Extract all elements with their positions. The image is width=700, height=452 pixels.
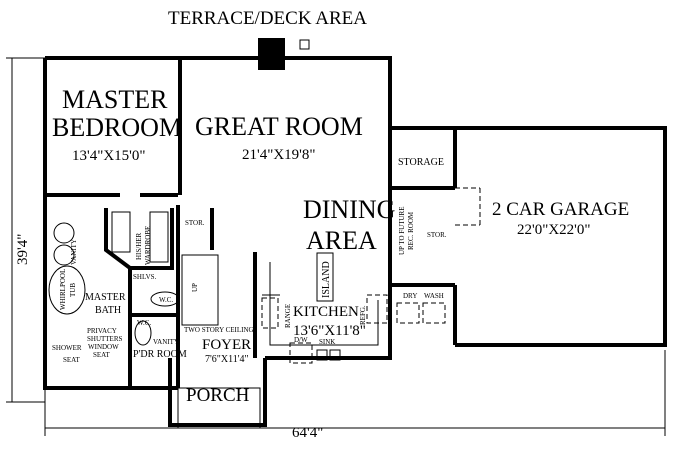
wardrobe-label: WARDROBE [144, 226, 152, 265]
sink-label: SINK [319, 338, 335, 346]
fixtures [48, 187, 666, 429]
foyer-size: 7'6"X11'4" [205, 354, 249, 365]
kitchen-label: KITCHEN [293, 304, 359, 320]
foyer-label: FOYER [202, 337, 251, 353]
washer-label: WASH [424, 292, 444, 300]
shower-label: SHOWER [52, 344, 82, 352]
chimney [258, 38, 285, 70]
his-her-label: HIS/HER [135, 232, 143, 260]
pdr-room-label: P'DR ROOM [133, 349, 187, 360]
terrace-label: TERRACE/DECK AREA [168, 8, 367, 29]
foyer-note: TWO STORY CEILING [184, 326, 254, 334]
porch-label: PORCH [186, 385, 250, 406]
tub-label: TUB [69, 283, 77, 297]
depth-dimension: 39'4" [15, 234, 31, 265]
shower-seat-label: SEAT [63, 356, 80, 364]
master-bedroom-label-1: MASTER [62, 85, 168, 114]
vanity-label: VANITY [70, 239, 78, 265]
garage-size: 22'0"X22'0" [517, 222, 590, 238]
privacy-label-2: SHUTTERS [87, 335, 123, 343]
stairs-up-label: UP [191, 283, 199, 292]
great-room-label: GREAT ROOM [195, 112, 363, 141]
whirlpool-label: WHIRLPOOL [59, 269, 67, 310]
window-seat-label-2: SEAT [93, 351, 110, 359]
width-dimension: 64'4" [292, 425, 323, 441]
master-bath-label-2: BATH [95, 305, 121, 316]
dining-label-2: AREA [306, 226, 377, 255]
master-bedroom-label-2: BEDROOM [52, 113, 182, 142]
wc-label-pdr: W.C. [137, 319, 151, 327]
dishwasher-label: D/W [294, 336, 308, 344]
storage-label: STORAGE [398, 157, 444, 168]
walls [43, 56, 667, 427]
dryer-label: DRY [403, 292, 417, 300]
dining-label-1: DINING [303, 195, 395, 224]
pdr-vanity-label: VANITY [153, 338, 179, 346]
future-rec-label-2: REC. ROOM [407, 211, 415, 250]
great-room-size: 21'4"X19'8" [242, 147, 315, 163]
wc-label-bath: W.C. [159, 296, 173, 304]
island-label: ISLAND [321, 261, 332, 298]
master-bedroom-size: 13'4"X15'0" [72, 148, 145, 164]
chimney-flue [299, 39, 310, 50]
master-bath-label-1: MASTER [85, 292, 126, 303]
garage-stor-label: STOR. [427, 231, 447, 239]
privacy-label-1: PRIVACY [87, 327, 117, 335]
garage-label: 2 CAR GARAGE [492, 199, 629, 220]
refrigerator-label: REFG. [359, 305, 367, 325]
range-label: RANGE [284, 304, 292, 328]
dimension-lines [6, 57, 666, 436]
future-rec-label-1: UP TO FUTURE [398, 207, 406, 256]
kitchen-size: 13'6"X11'8" [293, 323, 366, 339]
shelves-label: SHLVS. [133, 273, 157, 281]
stor-label: STOR. [185, 219, 205, 227]
window-seat-label-1: WINDOW [88, 343, 119, 351]
